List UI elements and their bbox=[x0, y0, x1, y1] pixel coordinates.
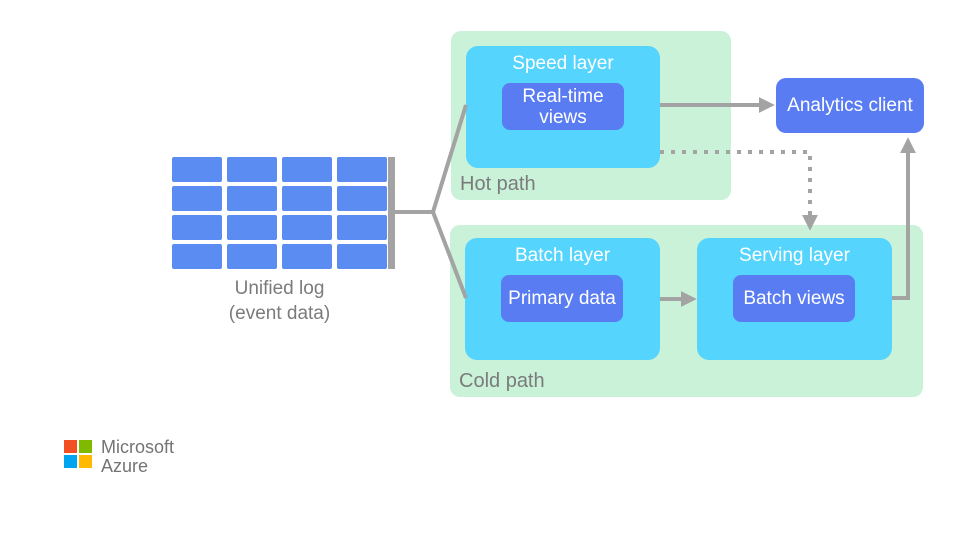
primary-data-box: Primary data bbox=[501, 275, 623, 322]
ms-square-blue bbox=[64, 455, 77, 468]
ms-square-yellow bbox=[79, 455, 92, 468]
log-cell bbox=[282, 157, 332, 182]
log-cell bbox=[227, 186, 277, 211]
logo-line-microsoft: Microsoft bbox=[101, 437, 175, 457]
unified-log-grid bbox=[172, 157, 395, 270]
microsoft-logo-icon bbox=[64, 440, 92, 468]
log-cell bbox=[337, 215, 387, 240]
log-cell bbox=[172, 244, 222, 269]
log-cell bbox=[227, 215, 277, 240]
log-cell bbox=[227, 157, 277, 182]
log-cell bbox=[337, 186, 387, 211]
log-cells bbox=[172, 157, 395, 269]
cold-path-label: Cold path bbox=[459, 370, 545, 392]
log-cell bbox=[282, 215, 332, 240]
serving-layer-title: Serving layer bbox=[739, 245, 850, 266]
realtime-views-box: Real-time views bbox=[502, 83, 624, 130]
unified-log-fork-line bbox=[394, 104, 468, 299]
cold-path-container: Batch layer Primary data Serving layer B… bbox=[450, 225, 923, 397]
batch-layer-box: Batch layer Primary data bbox=[465, 238, 660, 360]
log-cell bbox=[282, 244, 332, 269]
speed-layer-box: Speed layer Real-time views bbox=[466, 46, 660, 168]
analytics-client-box: Analytics client bbox=[776, 78, 924, 133]
dotted-arrow-speed-to-serving bbox=[660, 150, 818, 231]
ms-square-red bbox=[64, 440, 77, 453]
microsoft-azure-logo: Microsoft Azure bbox=[64, 438, 174, 476]
log-cell bbox=[337, 244, 387, 269]
ms-square-green bbox=[79, 440, 92, 453]
log-cell bbox=[282, 186, 332, 211]
unified-log-caption-line2: (event data) bbox=[228, 303, 331, 324]
hot-path-label: Hot path bbox=[460, 173, 536, 195]
log-cell bbox=[172, 186, 222, 211]
microsoft-azure-wordmark: Microsoft Azure bbox=[101, 438, 174, 476]
batch-views-box: Batch views bbox=[733, 275, 855, 322]
speed-layer-title: Speed layer bbox=[512, 53, 614, 74]
batch-layer-title: Batch layer bbox=[514, 245, 611, 266]
log-cell bbox=[337, 157, 387, 182]
unified-log-caption: Unified log (event data) bbox=[172, 276, 387, 326]
arrow-serving-to-analytics bbox=[892, 137, 916, 300]
log-cell bbox=[227, 244, 277, 269]
logo-line-azure: Azure bbox=[101, 456, 149, 476]
hot-path-container: Speed layer Real-time views Hot path bbox=[451, 31, 731, 200]
unified-log-caption-line1: Unified log bbox=[234, 278, 325, 299]
log-cell bbox=[172, 157, 222, 182]
log-collector-bar bbox=[388, 157, 395, 269]
log-cell bbox=[172, 215, 222, 240]
serving-layer-box: Serving layer Batch views bbox=[697, 238, 892, 360]
